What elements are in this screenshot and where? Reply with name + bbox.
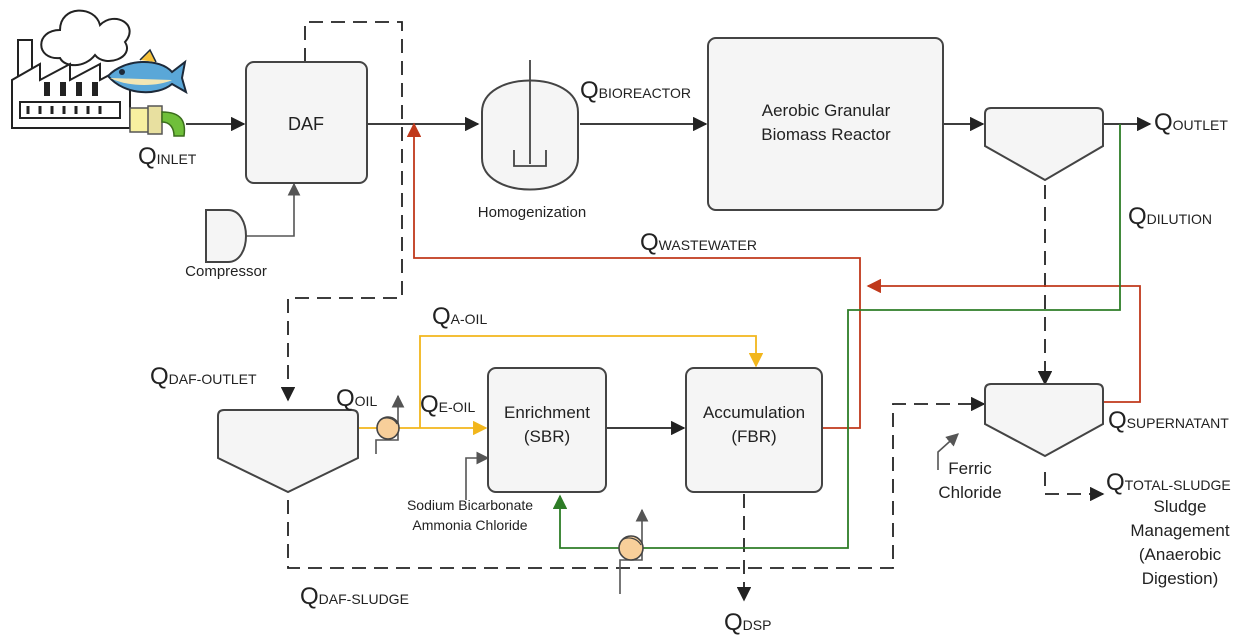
aerobic-granular-biomass-reactor: Aerobic Granular Biomass Reactor xyxy=(707,37,944,211)
enrichment-label-line2: (SBR) xyxy=(524,427,570,446)
q-e-oil-label: QE-OIL xyxy=(420,391,475,418)
q-inlet-label: QINLET xyxy=(138,143,197,170)
daf-unit: DAF xyxy=(245,61,368,184)
chloride-label: Chloride xyxy=(938,483,1001,502)
q-dsp-label: QDSP xyxy=(724,609,771,636)
sludge-dashed-lines xyxy=(280,21,1105,602)
dilution-line xyxy=(552,124,1121,549)
fish-icon xyxy=(106,48,188,95)
main-flow-lines xyxy=(186,116,1152,436)
factory-icon xyxy=(11,9,131,129)
outfall-pipe-icon xyxy=(129,105,186,137)
q-a-oil-label: QA-OIL xyxy=(432,303,487,330)
q-wastewater-label: QWASTEWATER xyxy=(640,229,757,256)
homogenization-tank: Homogenization xyxy=(478,60,586,221)
oil-pump-icon xyxy=(376,416,400,440)
homogenization-label: Homogenization xyxy=(478,204,586,221)
compressor-label: Compressor xyxy=(185,263,267,280)
agb-label-line2: Biomass Reactor xyxy=(761,125,891,144)
sludge-mgmt-line2: Management xyxy=(1130,521,1230,540)
accumulation-reactor: Accumulation (FBR) xyxy=(685,367,823,493)
sludge-management-label: Sludge Management (Anaerobic Digestion) xyxy=(1130,497,1230,588)
compressor: Compressor xyxy=(185,209,267,280)
q-outlet-label: QOUTLET xyxy=(1154,109,1228,136)
q-supernatant-label: QSUPERNATANT xyxy=(1108,407,1229,434)
sludge-settler xyxy=(984,383,1104,458)
q-bioreactor-label: QBIOREACTOR xyxy=(580,77,691,104)
q-oil-label: QOIL xyxy=(336,385,377,412)
sludge-mgmt-line4: Digestion) xyxy=(1142,569,1219,588)
q-daf-outlet-label: QDAF-OUTLET xyxy=(150,363,257,390)
q-dilution-label: QDILUTION xyxy=(1128,203,1212,230)
recycle-pump-icon xyxy=(618,535,644,561)
sodium-bicarbonate-label: Sodium Bicarbonate xyxy=(407,497,533,513)
accumulation-label-line2: (FBR) xyxy=(731,427,776,446)
enrichment-reactor: Enrichment (SBR) xyxy=(487,367,607,493)
sludge-mgmt-line1: Sludge xyxy=(1154,497,1207,516)
accumulation-label-line1: Accumulation xyxy=(703,403,805,422)
daf-label: DAF xyxy=(288,114,324,134)
q-total-sludge-label: QTOTAL-SLUDGE xyxy=(1106,469,1231,496)
enrichment-label-line1: Enrichment xyxy=(504,403,590,422)
agb-label-line1: Aerobic Granular xyxy=(762,101,891,120)
chemical-labels: Sodium Bicarbonate Ammonia Chloride Ferr… xyxy=(407,459,1002,533)
q-daf-sludge-label: QDAF-SLUDGE xyxy=(300,583,409,610)
ammonia-chloride-label: Ammonia Chloride xyxy=(412,517,527,533)
sludge-mgmt-line3: (Anaerobic xyxy=(1139,545,1222,564)
daf-outlet-settler xyxy=(217,409,359,494)
settler-clarifier xyxy=(984,107,1104,182)
flow-labels: QINLET QBIOREACTOR QOUTLET QDILUTION QWA… xyxy=(138,77,1231,636)
ferric-label: Ferric xyxy=(948,459,992,478)
